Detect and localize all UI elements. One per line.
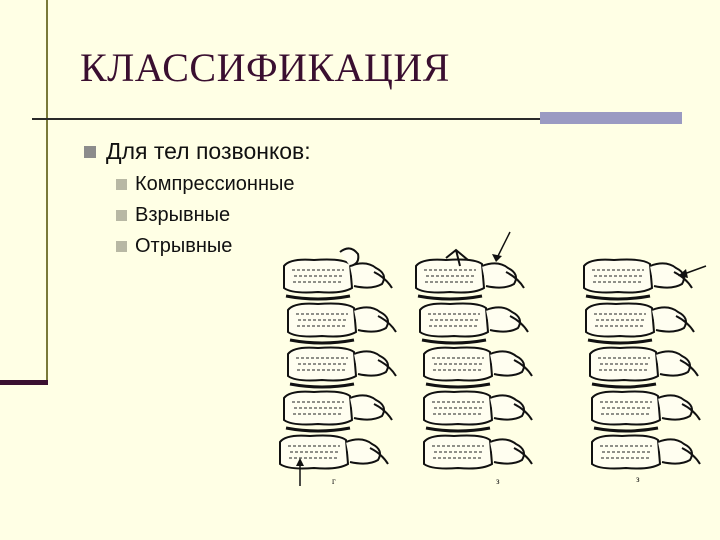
slide-title: КЛАССИФИКАЦИЯ <box>80 45 450 90</box>
sub-bullet-item: Компрессионные <box>116 173 311 196</box>
figure-label: з <box>496 476 500 486</box>
sub-bullet-text: Отрывные <box>135 235 233 257</box>
figure-label: з <box>636 474 640 484</box>
spine-column-2 <box>415 248 533 470</box>
bullet-square-icon <box>116 210 127 221</box>
spine-column-3 <box>583 258 701 470</box>
spine-illustration: г з <box>279 231 707 486</box>
sub-bullet-text: Взрывные <box>135 204 231 226</box>
figure-label: г <box>332 476 336 486</box>
bullet-square-icon <box>116 179 127 190</box>
sub-bullet-text: Компрессионные <box>135 173 295 195</box>
sub-bullet-item: Взрывные <box>116 204 311 227</box>
bullet-square-icon <box>116 241 127 252</box>
left-vertical-rule <box>46 0 48 383</box>
spine-column-1 <box>279 247 397 470</box>
bullet-square-icon <box>84 145 96 158</box>
bullet-text: Для тел позвонков: <box>106 138 311 164</box>
bullet-list: Для тел позвонков: Компрессионные Взрывн… <box>84 138 311 258</box>
title-underline <box>32 118 682 120</box>
left-accent-band <box>0 380 48 385</box>
sub-bullet-item: Отрывные <box>116 235 311 258</box>
arrow-icon <box>678 265 707 278</box>
bullet-item: Для тел позвонков: <box>84 138 311 165</box>
title-accent-bar <box>540 112 682 124</box>
arrow-icon <box>296 458 304 486</box>
arrow-icon <box>492 231 511 262</box>
